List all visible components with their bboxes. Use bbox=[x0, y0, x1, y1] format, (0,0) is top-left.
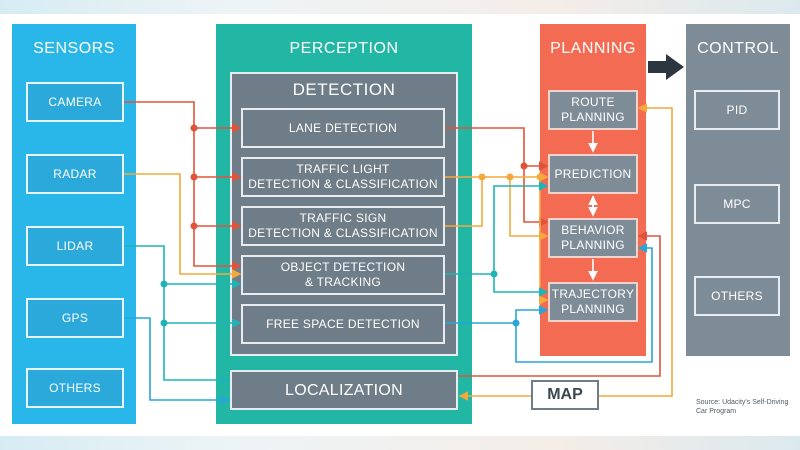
behavior-planning-box: BEHAVIOR PLANNING bbox=[548, 218, 638, 258]
map-box: MAP bbox=[531, 380, 599, 410]
localization-to-behavior-wire bbox=[458, 231, 661, 377]
control-pid-box: PID bbox=[694, 90, 780, 130]
lane-detection-box: LANE DETECTION bbox=[241, 108, 445, 148]
sensors-title: SENSORS bbox=[33, 40, 115, 57]
sign-to-prediction-wire bbox=[445, 177, 483, 227]
lidar-junction bbox=[160, 280, 168, 288]
freespace-to-trajectory-wire bbox=[515, 305, 549, 323]
to-behavior-wire bbox=[509, 177, 549, 241]
lidar-to-localization-wire bbox=[124, 245, 231, 385]
planning-title: PLANNING bbox=[550, 40, 636, 57]
lidar-junction bbox=[160, 319, 168, 327]
sensor-gps: GPS bbox=[26, 298, 124, 338]
freespace-to-behavior-wire bbox=[445, 243, 653, 363]
lidar-junctions bbox=[160, 270, 498, 327]
planning-to-control-arrow bbox=[648, 54, 684, 80]
radar-to-object-wire bbox=[124, 173, 242, 279]
sensor-others: OTHERS bbox=[26, 368, 124, 408]
gps-junctions bbox=[512, 319, 520, 327]
radar-junction bbox=[536, 173, 544, 181]
top-decorative-band bbox=[0, 0, 800, 14]
control-title: CONTROL bbox=[697, 40, 779, 57]
map-to-route-wire bbox=[599, 103, 673, 397]
object-to-trajectory-wire bbox=[493, 274, 549, 297]
control-others-box: OTHERS bbox=[694, 276, 780, 316]
lane-to-prediction-wire bbox=[445, 127, 549, 171]
detection-title: DETECTION bbox=[292, 80, 396, 99]
trajectory-planning-box: TRAJECTORY PLANNING bbox=[548, 282, 638, 322]
free-space-detection-box: FREE SPACE DETECTION bbox=[241, 304, 445, 344]
lane-to-behavior-wire bbox=[523, 166, 549, 227]
source-credit: Source: Udacity's Self-Driving Car Progr… bbox=[696, 399, 789, 415]
gps-wires bbox=[124, 243, 653, 405]
radar-junctions bbox=[478, 173, 544, 181]
sensor-radar: RADAR bbox=[26, 154, 124, 194]
camera-junction bbox=[190, 124, 198, 132]
radar-junction bbox=[506, 173, 514, 181]
object-to-prediction-wire bbox=[445, 181, 549, 275]
bottom-decorative-band bbox=[0, 436, 800, 450]
radar-junction bbox=[478, 173, 486, 181]
localization-box: LOCALIZATION bbox=[230, 370, 458, 410]
camera-junction bbox=[190, 173, 198, 181]
prediction-box: PREDICTION bbox=[548, 154, 638, 194]
radar-wires bbox=[124, 103, 673, 401]
gps-to-localization-wire bbox=[124, 317, 231, 405]
gps-junction bbox=[512, 319, 520, 327]
sensor-camera: CAMERA bbox=[26, 82, 124, 122]
traffic-light-detection-box: TRAFFIC LIGHT DETECTION & CLASSIFICATION bbox=[241, 157, 445, 197]
object-detection-tracking-box: OBJECT DETECTION & TRACKING bbox=[241, 255, 445, 295]
camera-junction bbox=[190, 222, 198, 230]
camera-junctions bbox=[190, 124, 528, 230]
big-arrow-shaft bbox=[648, 61, 668, 73]
route-planning-box: ROUTE PLANNING bbox=[548, 90, 638, 130]
camera-to-object-wire bbox=[124, 101, 242, 271]
lidar-junction bbox=[490, 270, 498, 278]
control-mpc-box: MPC bbox=[694, 184, 780, 224]
camera-junction bbox=[520, 162, 528, 170]
lidar-wires bbox=[124, 181, 549, 385]
perception-title: PERCEPTION bbox=[289, 40, 399, 57]
sensor-lidar: LIDAR bbox=[26, 226, 124, 266]
camera-wires bbox=[124, 101, 661, 377]
traffic-sign-detection-box: TRAFFIC SIGN DETECTION & CLASSIFICATION bbox=[241, 206, 445, 246]
to-trajectory-wire bbox=[539, 177, 549, 305]
big-arrow-head bbox=[666, 54, 684, 80]
